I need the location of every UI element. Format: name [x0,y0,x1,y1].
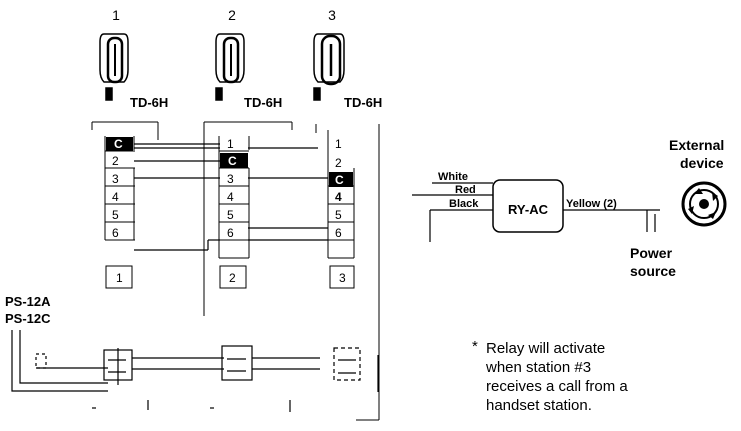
relay-input-black: Black [449,198,479,210]
block-1-cell-2: 2 [112,154,119,168]
station-3-handset [313,33,345,101]
power-source-label-2: source [630,263,676,279]
block-1-cell-3: 3 [112,172,119,186]
station-2-number: 2 [228,7,236,23]
relay-input-white: White [438,171,468,183]
station-3-number: 3 [328,7,336,23]
block-1-cell-4: 4 [112,190,119,204]
station-3-model: TD-6H [344,95,382,110]
block-2-cell-5: 5 [227,208,234,222]
block-3-cell-3: C [335,173,344,187]
note-line-4: handset station. [486,397,592,414]
interconnect-wires [134,143,328,251]
station-1-model: TD-6H [130,95,168,110]
power-supply-wiring [11,330,379,412]
block-2-cell-1: 1 [227,137,234,151]
relay-output-yellow: Yellow (2) [566,198,617,210]
power-supply-label-1: PS-12A [5,294,51,309]
external-device-bell-icon [681,181,727,227]
note-line-1: Relay will activate [486,340,606,357]
block-2-common-cell [220,153,248,168]
block-3-cell-2: 2 [335,156,342,170]
note-bullet: * [472,338,478,355]
block-1-cell-6: 6 [112,226,119,240]
relay-note: * Relay will activate when station #3 re… [472,338,736,415]
station-1-number: 1 [112,7,120,23]
external-device-label-1: External [669,137,724,153]
block-1-sub-terminal: 1 [116,271,123,285]
block-3-cell-5: 5 [335,208,342,222]
block-1-cell-1: C [114,137,123,151]
station-2-model: TD-6H [244,95,282,110]
block-3-cell-6: 6 [335,226,342,240]
block-3-cell-4: 4 [335,190,342,204]
external-device-label-2: device [680,155,724,171]
power-source-label-1: Power [630,245,673,261]
enclosure-lines [91,121,380,421]
block-3-sub-terminal: 3 [339,271,346,285]
relay-wiring [412,182,660,242]
power-supply-label-2: PS-12C [5,311,51,326]
block-3-cell-1: 1 [335,137,342,151]
relay-box [492,179,564,233]
terminal-block-2: 1 C 3 4 5 6 2 [218,136,250,289]
relay-label: RY-AC [508,202,549,217]
block-2-sub-terminal: 2 [229,271,236,285]
terminal-block-1: C 2 3 4 5 6 1 [104,136,135,289]
note-line-2: when station #3 [486,359,592,376]
block-2-cell-3: 3 [227,172,234,186]
terminal-block-3: 1 2 C 4 5 6 3 [327,130,355,289]
block-2-cell-6: 6 [227,226,234,240]
station-2-handset [215,33,245,101]
block-1-common-cell [106,137,133,151]
block-3-common-cell [329,172,353,187]
note-line-3: receives a call from a [486,378,628,395]
relay-input-red: Red [455,184,476,196]
block-2-cell-2: C [228,154,237,168]
block-2-cell-4: 4 [227,190,234,204]
block-1-cell-5: 5 [112,208,119,222]
station-1-handset [99,33,129,101]
